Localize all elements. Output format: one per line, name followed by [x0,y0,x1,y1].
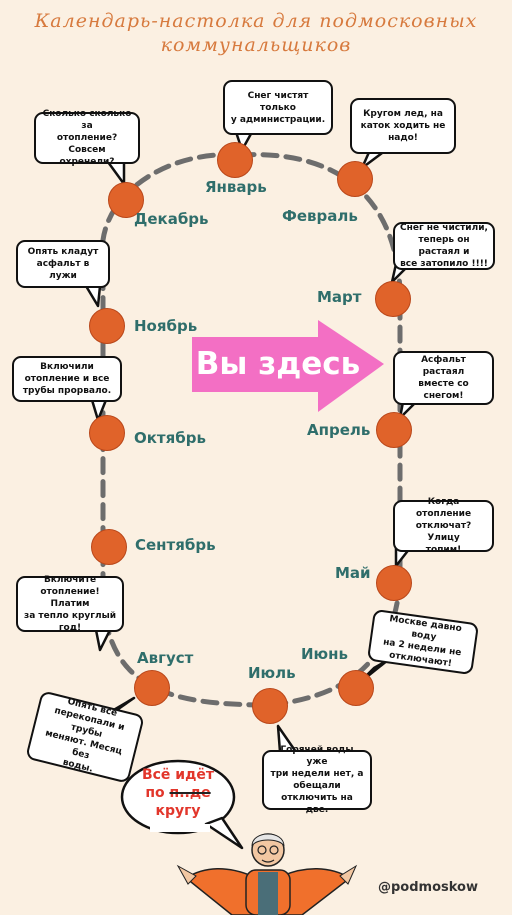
dot-apr [376,412,412,448]
dot-jun [338,670,374,706]
speech-line-3: кругу [155,803,201,819]
month-label-jun: Июнь [301,645,348,663]
month-label-feb: Февраль [282,207,358,225]
dot-oct [89,415,125,451]
month-label-nov: Ноябрь [134,317,198,335]
speech-text: Всё идёт по п..де кругу [132,766,224,820]
month-label-dec: Декабрь [134,210,209,228]
author-handle: @podmoskow [378,880,478,895]
you-are-here-label: Вы здесь [195,346,361,382]
month-label-oct: Октябрь [134,429,206,447]
month-label-apr: Апрель [307,421,371,439]
dot-dec [108,182,144,218]
man-illustration [176,833,358,915]
dot-jul [252,688,288,724]
month-label-mar: Март [317,288,362,306]
speech-bubble [120,759,236,835]
title-line-2: коммунальщиков [160,34,352,56]
dot-jan [217,142,253,178]
dot-nov [89,308,125,344]
tail-nov [84,284,102,308]
month-label-may: Май [335,564,371,582]
month-label-jul: Июль [248,664,296,682]
month-label-sep: Сентябрь [135,536,216,554]
speech-line-1: Всё идёт [141,767,215,783]
dot-may [376,565,412,601]
speech-line-2: по п..де [145,785,211,801]
you-are-here-arrow [192,320,384,412]
dot-sep [91,529,127,565]
dot-feb [337,161,373,197]
dot-mar [375,281,411,317]
month-label-aug: Август [137,649,194,667]
month-label-jan: Январь [205,178,267,196]
dot-aug [134,670,170,706]
title-line-1: Календарь-настолка для подмосковных [34,10,478,32]
